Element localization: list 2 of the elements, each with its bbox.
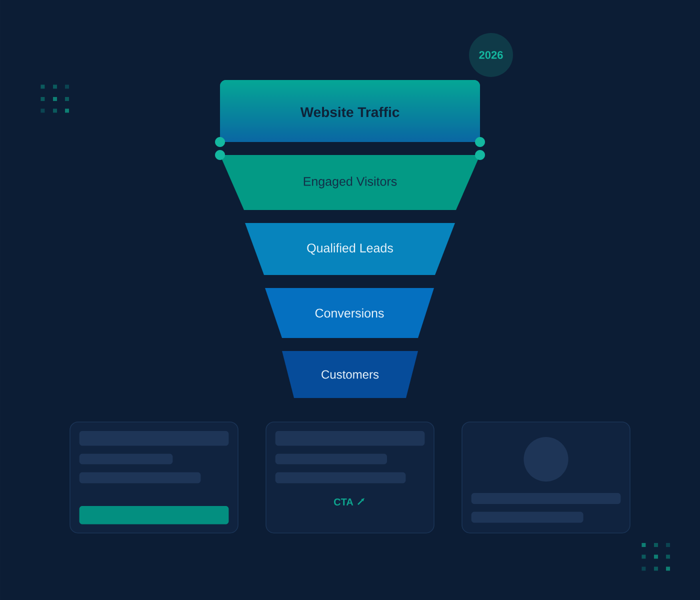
year-badge: 2026: [469, 33, 513, 77]
funnel-stage: Website Traffic: [220, 80, 480, 142]
